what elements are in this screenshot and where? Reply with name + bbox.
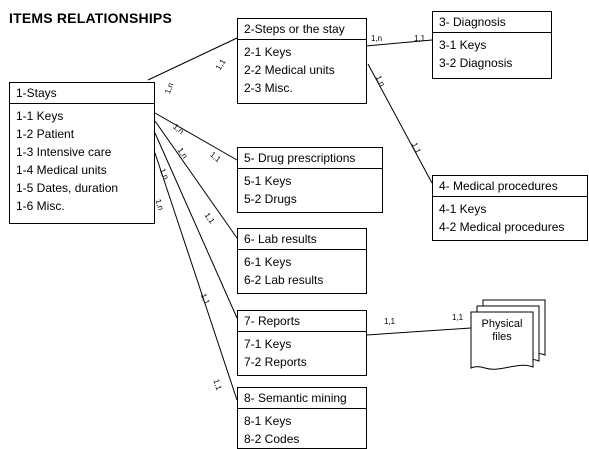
entity-attribute: 7-1 Keys: [244, 337, 292, 351]
entity-attribute: 1-6 Misc.: [16, 199, 65, 213]
cardinality-label: 1,n: [371, 34, 383, 43]
entity-title: 5- Drug prescriptions: [238, 148, 382, 169]
entity-title: 3- Diagnosis: [433, 12, 551, 33]
entity-drugs[interactable]: 5- Drug prescriptions 5-1 Keys 5-2 Drugs: [237, 147, 383, 213]
entity-attribute: 8-1 Keys: [244, 414, 292, 428]
link-steps-diagnosis: [365, 39, 433, 47]
cardinality-label: 1,1: [384, 317, 396, 326]
entity-stays[interactable]: 1-Stays 1-1 Keys 1-2 Patient 1-3 Intensi…: [9, 82, 155, 224]
entity-attribute: 1-4 Medical units: [16, 163, 107, 177]
entity-title: 2-Steps or the stay: [238, 19, 366, 40]
entity-attribute: 6-2 Lab results: [244, 273, 324, 287]
entity-diagnosis[interactable]: 3- Diagnosis 3-1 Keys 3-2 Diagnosis: [432, 11, 552, 79]
link-stays-steps: [147, 37, 238, 81]
link-reports-document: [366, 327, 472, 336]
link-stays-lab: [154, 120, 238, 239]
entity-lab[interactable]: 6- Lab results 6-1 Keys 6-2 Lab results: [237, 228, 367, 294]
entity-attribute: 1-5 Dates, duration: [16, 181, 119, 195]
entity-attribute: 6-1 Keys: [244, 255, 292, 269]
entity-attribute: 3-1 Keys: [439, 38, 487, 52]
entity-steps[interactable]: 2-Steps or the stay 2-1 Keys 2-2 Medical…: [237, 18, 367, 104]
physical-files-icon: [470, 299, 546, 370]
entity-title: 6- Lab results: [238, 229, 366, 250]
entity-attribute: 5-2 Drugs: [244, 192, 297, 206]
entity-title: 1-Stays: [10, 83, 154, 104]
entity-attribute: 1-1 Keys: [16, 109, 64, 123]
entity-attribute: 4-1 Keys: [439, 202, 487, 216]
link-steps-procedures: [367, 63, 433, 184]
entity-title: 4- Medical procedures: [433, 176, 587, 197]
entity-procedures[interactable]: 4- Medical procedures 4-1 Keys 4-2 Medic…: [432, 175, 588, 241]
cardinality-label: 1,1: [452, 313, 464, 322]
entity-title: 8- Semantic mining: [238, 388, 366, 409]
entity-title: 7- Reports: [238, 311, 366, 332]
link-stays-drugs: [154, 112, 238, 161]
entity-attribute: 5-1 Keys: [244, 174, 292, 188]
diagram-title: ITEMS RELATIONSHIPS: [9, 10, 172, 26]
entity-attribute: 7-2 Reports: [244, 355, 307, 369]
entity-attribute: 1-2 Patient: [16, 127, 75, 141]
entity-attribute: 3-2 Diagnosis: [439, 56, 513, 70]
entity-attribute: 2-3 Misc.: [244, 81, 293, 95]
entity-reports[interactable]: 7- Reports 7-1 Keys 7-2 Reports: [237, 310, 367, 376]
cardinality-label: 1,1: [414, 34, 426, 43]
entity-semantic[interactable]: 8- Semantic mining 8-1 Keys 8-2 Codes: [237, 387, 367, 449]
link-stays-semantic: [154, 152, 238, 401]
physical-files-label: Physical files: [481, 318, 523, 343]
entity-attribute: 2-2 Medical units: [244, 63, 335, 77]
entity-attribute: 4-2 Medical procedures: [439, 220, 565, 234]
entity-attribute: 2-1 Keys: [244, 45, 292, 59]
link-stays-reports: [154, 132, 238, 319]
entity-attribute: 1-3 Intensive care: [16, 145, 112, 159]
entity-attribute: 8-2 Codes: [244, 432, 300, 446]
